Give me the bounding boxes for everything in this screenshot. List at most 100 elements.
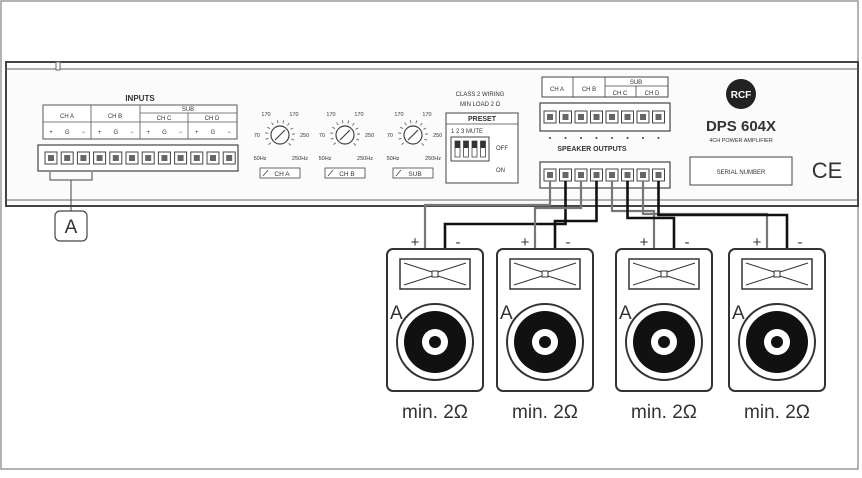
input-group-label: SUB (182, 107, 194, 113)
serial-number-label: SERIAL NUMBER (717, 170, 766, 176)
knob-tick (410, 120, 411, 123)
output-terminal-hole (640, 172, 646, 178)
speaker-plus-terminal: + (753, 234, 762, 251)
output-terminal-hole (625, 172, 631, 178)
input-terminal-hole (226, 155, 232, 161)
knob-scale-label: 170 (261, 112, 270, 118)
speaker-horn-driver (432, 271, 438, 277)
model-name: DPS 604X (706, 118, 776, 135)
knob-scale-label: 250Hz (292, 156, 308, 162)
input-terminal-hole (145, 155, 151, 161)
output-group-label: CH D (645, 91, 660, 97)
inputs-section: INPUTS CH A CH B SUB CH C CH D +G−+G−+G−… (38, 94, 238, 171)
input-pin-label: + (49, 130, 53, 136)
input-pin-label: − (130, 130, 134, 136)
speaker-minus-terminal: - (798, 234, 803, 251)
input-terminal-hole (80, 155, 86, 161)
input-pin-label: G (65, 130, 70, 136)
rcf-logo-text: RCF (731, 90, 752, 101)
inputs-title: INPUTS (125, 94, 155, 103)
speaker-outputs-title: SPEAKER OUTPUTS (557, 146, 627, 153)
input-pin-label: + (146, 130, 150, 136)
output-pin-mark (580, 137, 582, 139)
input-pin-label: G (113, 130, 118, 136)
speaker-plus-terminal: + (640, 234, 649, 251)
speaker-label: A (732, 303, 745, 324)
output-terminal-hole-top (578, 114, 584, 120)
class-wiring-text: CLASS 2 WIRING (456, 92, 505, 98)
output-group-label: SUB (630, 80, 642, 86)
input-pin-label: − (179, 130, 183, 136)
input-terminal-hole (48, 155, 54, 161)
dip-switch-lever (481, 141, 486, 148)
output-terminal-hole-top (625, 114, 631, 120)
speaker-plus-terminal: + (521, 234, 530, 251)
output-pin-mark (596, 137, 598, 139)
output-terminal-hole (609, 172, 615, 178)
knob-scale-label: 170 (354, 112, 363, 118)
output-group-label: CH A (550, 87, 564, 93)
speaker-woofer-dustcap (429, 336, 441, 348)
output-terminal-hole-top (563, 114, 569, 120)
preset-on-label: ON (496, 168, 505, 174)
output-terminal-hole (563, 172, 569, 178)
output-terminal-hole-top (547, 114, 553, 120)
output-group-label: CH B (582, 87, 596, 93)
output-pin-mark (565, 137, 567, 139)
knob-tick (277, 120, 278, 123)
speaker-minus-terminal: - (685, 234, 690, 251)
input-group-label: CH B (108, 114, 122, 120)
input-terminal-hole (97, 155, 103, 161)
input-terminal-hole (194, 155, 200, 161)
output-pin-mark (642, 137, 644, 139)
knob-tick (342, 120, 343, 123)
speaker-woofer-dustcap (539, 336, 551, 348)
speaker-min-load: min. 2Ω (512, 402, 578, 423)
speaker-minus-terminal: - (566, 234, 571, 251)
speaker-label: A (619, 303, 632, 324)
output-pin-mark (627, 137, 629, 139)
input-group-label: CH D (205, 116, 220, 122)
knob-scale-label: 70 (254, 133, 260, 139)
input-pin-label: G (211, 130, 216, 136)
output-terminal-hole-top (594, 114, 600, 120)
knob-channel-label: SUB (408, 171, 421, 178)
speaker-label: A (500, 303, 513, 324)
input-terminal-hole (113, 155, 119, 161)
output-pin-mark (611, 137, 613, 139)
knob-scale-label: 250 (433, 133, 442, 139)
dip-switch-lever (455, 141, 460, 148)
input-pin-label: G (162, 130, 167, 136)
min-load-text: MIN LOAD 2 Ω (460, 102, 501, 108)
knob-scale-label: 170 (326, 112, 335, 118)
input-terminal-hole (129, 155, 135, 161)
knob-scale-label: 70 (387, 133, 393, 139)
speaker-horn-driver (774, 271, 780, 277)
output-terminal-hole-top (656, 114, 662, 120)
output-terminal-hole (594, 172, 600, 178)
speaker-horn-driver (661, 271, 667, 277)
knob-scale-label: 250Hz (357, 156, 373, 162)
speaker-woofer-dustcap (658, 336, 670, 348)
input-terminal-hole (178, 155, 184, 161)
knob-scale-label: 250 (300, 133, 309, 139)
input-pin-label: + (98, 130, 102, 136)
output-terminal-hole-top (609, 114, 615, 120)
dip-switch-lever (464, 141, 469, 148)
knob-scale-label: 170 (289, 112, 298, 118)
preset-numbers: 1 2 3 MUTE (451, 129, 483, 135)
output-group-label: CH C (613, 91, 628, 97)
input-group-label: CH A (60, 114, 74, 120)
speaker-min-load: min. 2Ω (402, 402, 468, 423)
preset-title: PRESET (468, 116, 497, 123)
output-pin-mark (549, 137, 551, 139)
speaker-woofer-dustcap (771, 336, 783, 348)
input-pin-label: − (82, 130, 86, 136)
knob-scale-label: 50Hz (387, 156, 400, 162)
output-pin-mark (658, 137, 660, 139)
speaker-horn-driver (542, 271, 548, 277)
output-terminal-hole (547, 172, 553, 178)
knob-scale-label: 70 (319, 133, 325, 139)
